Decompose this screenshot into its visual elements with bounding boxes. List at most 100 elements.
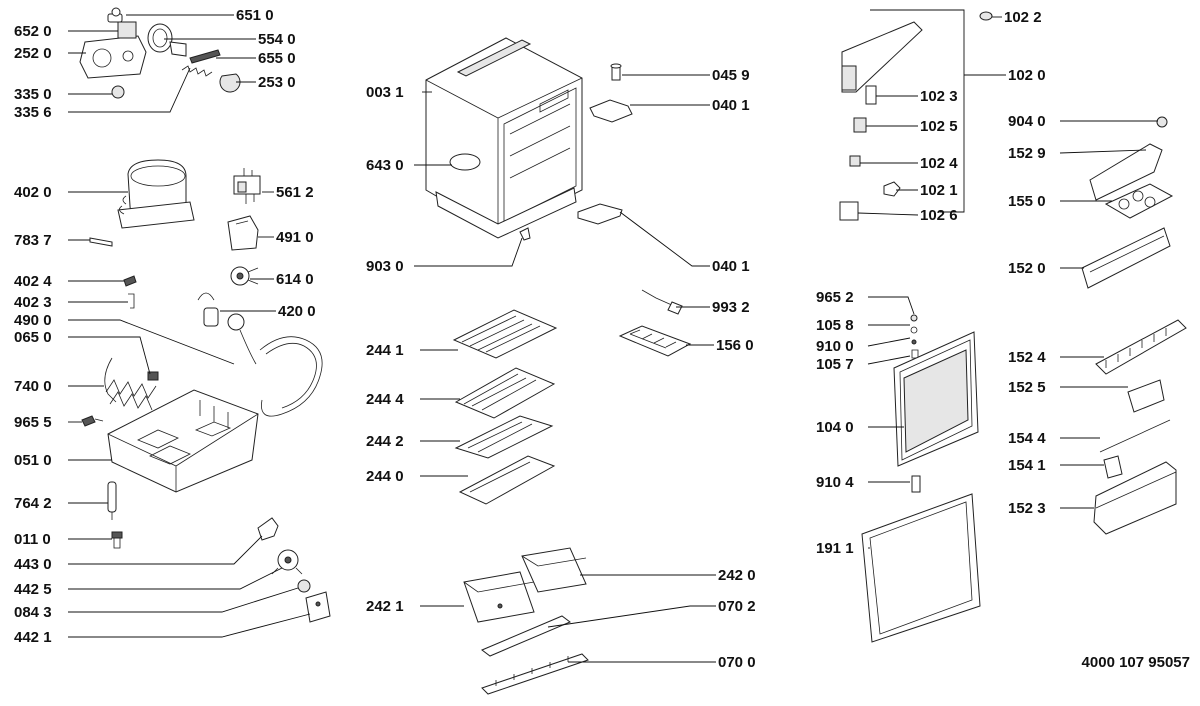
bracket-drawing — [128, 293, 135, 309]
cap-drawing — [979, 11, 993, 21]
part-label-p0843: 084 3 — [14, 604, 52, 621]
tube-drawing — [89, 237, 113, 247]
hinge-block-drawing — [839, 201, 859, 221]
part-label-p2442: 244 2 — [366, 433, 404, 450]
part-drawings — [79, 7, 1187, 695]
part-label-p4023: 402 3 — [14, 294, 52, 311]
thermostat-knob-drawing — [257, 517, 279, 541]
shelf-small-drawing — [454, 415, 554, 459]
retainer-drawing — [1103, 455, 1123, 479]
part-label-p1524: 152 4 — [1008, 349, 1046, 366]
part-label-p2520: 252 0 — [14, 45, 52, 62]
part-label-p1025: 102 5 — [920, 118, 958, 135]
leader-line-p9030 — [414, 237, 523, 267]
part-label-p1020: 102 0 — [1008, 67, 1046, 84]
power-cord-drawing — [227, 313, 323, 417]
small-pin-drawing — [1156, 116, 1168, 128]
latch-drawing — [865, 85, 877, 105]
part-label-p1023: 102 3 — [920, 88, 958, 105]
part-label-p7837: 783 7 — [14, 232, 52, 249]
part-label-p6430: 643 0 — [366, 157, 404, 174]
part-label-p7642: 764 2 — [14, 495, 52, 512]
part-label-p3356: 335 6 — [14, 104, 52, 121]
part-label-p2444: 244 4 — [366, 391, 404, 408]
part-label-p1550: 155 0 — [1008, 193, 1046, 210]
part-label-p1525: 152 5 — [1008, 379, 1046, 396]
leader-line-p0843 — [68, 587, 299, 613]
door-gasket-drawing — [861, 493, 981, 643]
lamp-cable-drawing — [641, 289, 683, 315]
leader-line-p4430 — [68, 535, 263, 565]
part-label-p9652: 965 2 — [816, 289, 854, 306]
leader-line-p0702 — [547, 605, 716, 628]
leader-line-p4900 — [68, 319, 235, 365]
leader-line-p0650 — [68, 336, 151, 375]
bolt-drawing — [111, 531, 123, 549]
leader-line-p9652 — [868, 296, 915, 315]
leader-line-p1529 — [1059, 149, 1147, 154]
door-bin-drawing — [1093, 461, 1177, 535]
part-label-p9932: 993 2 — [712, 299, 750, 316]
leader-line-p1020 — [870, 9, 1006, 213]
door-screws-drawing — [910, 314, 919, 359]
part-label-p1058: 105 8 — [816, 317, 854, 334]
part-label-p5540: 554 0 — [258, 31, 296, 48]
part-label-p2440: 244 0 — [366, 468, 404, 485]
wire-drawing — [104, 357, 117, 403]
thermostat-housing-drawing — [79, 21, 147, 79]
hinge-cap-drawing — [883, 181, 901, 197]
part-label-p0510: 051 0 — [14, 452, 52, 469]
grommet-drawing — [297, 579, 311, 593]
part-label-p4421: 442 1 — [14, 629, 52, 646]
part-label-p1523: 152 3 — [1008, 500, 1046, 517]
part-label-p0702: 070 2 — [718, 598, 756, 615]
leader-line-p0401b — [619, 211, 710, 267]
kick-plate-drawing — [481, 653, 589, 695]
part-label-p0459: 045 9 — [712, 67, 750, 84]
crisper-left-drawing — [463, 571, 535, 623]
freezer-door-drawing — [841, 21, 923, 93]
egg-tray-drawing — [1104, 183, 1174, 219]
leader-lines — [68, 9, 1158, 663]
leader-line-p9100 — [867, 337, 911, 347]
part-label-p9100: 910 0 — [816, 338, 854, 355]
knob-drawing — [219, 73, 241, 93]
part-label-p1541: 154 1 — [1008, 457, 1046, 474]
drain-tube-drawing — [107, 481, 117, 520]
rod-drawing — [1099, 419, 1171, 453]
part-label-p9030: 903 0 — [366, 258, 404, 275]
part-label-p4910: 491 0 — [276, 229, 314, 246]
part-label-p6550: 655 0 — [258, 50, 296, 67]
bottom-hinge-drawing — [577, 203, 623, 225]
part-label-p3350: 335 0 — [14, 86, 52, 103]
door-panel-drawing — [893, 331, 979, 467]
knob-small-drawing — [111, 85, 125, 99]
bottle-shelf-drawing — [1081, 227, 1171, 289]
lamp-cover-drawing — [147, 23, 187, 57]
ice-tray-drawing — [618, 325, 692, 357]
small-tray-drawing — [1127, 379, 1165, 413]
screw-drawing — [81, 415, 104, 427]
part-label-p5612: 561 2 — [276, 184, 314, 201]
part-label-p0700: 070 0 — [718, 654, 756, 671]
base-tray-drawing — [107, 389, 259, 493]
overload-drawing — [230, 266, 259, 286]
part-label-p9655: 965 5 — [14, 414, 52, 431]
part-label-p1040: 104 0 — [816, 419, 854, 436]
clip-drawing — [123, 275, 137, 287]
part-label-p1022: 102 2 — [1004, 9, 1042, 26]
crisper-right-drawing — [521, 547, 587, 593]
part-label-p4024: 402 4 — [14, 273, 52, 290]
part-label-p1026: 102 6 — [920, 207, 958, 224]
foot-drawing — [519, 227, 531, 241]
part-label-p6140: 614 0 — [276, 271, 314, 288]
part-label-p1911: 191 1 — [816, 540, 854, 557]
lamp-holder-drawing — [107, 7, 123, 23]
relay-cover-drawing — [227, 215, 259, 251]
part-label-p1024: 102 4 — [920, 155, 958, 172]
part-label-p1529: 152 9 — [1008, 145, 1046, 162]
part-label-p4430: 443 0 — [14, 556, 52, 573]
rail-drawing — [1095, 319, 1187, 375]
latch-plate-drawing — [853, 117, 867, 133]
